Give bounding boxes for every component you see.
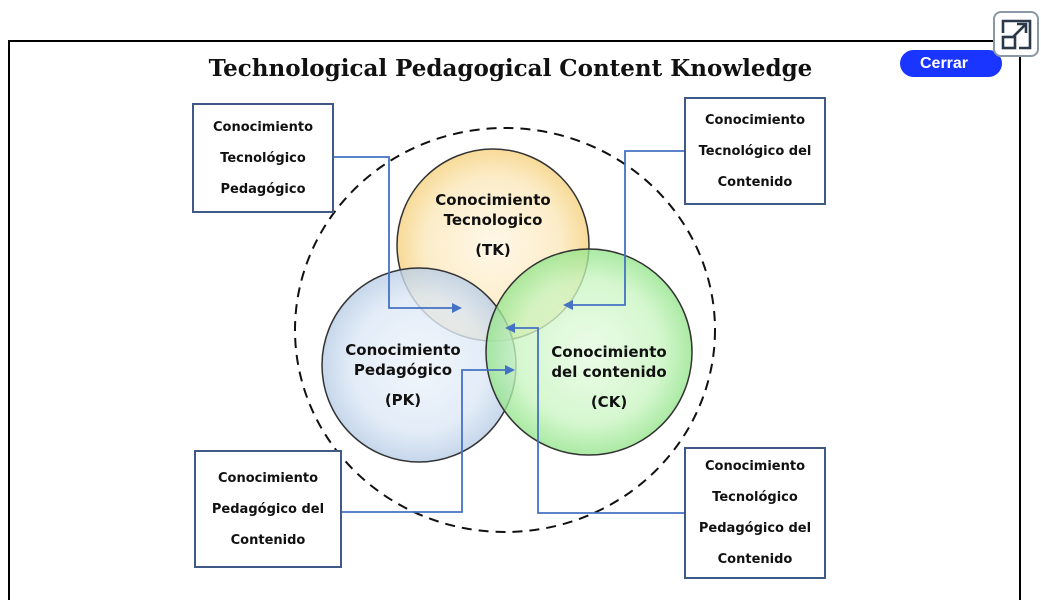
connector-tpck — [512, 327, 686, 514]
arrowhead-pck — [505, 365, 515, 375]
connector-tck — [570, 150, 686, 306]
diagram-title: Technological Pedagogical Content Knowle… — [208, 55, 813, 82]
venn-diagram — [294, 127, 716, 533]
box-technological-pedagogical: Conocimiento Tecnológico Pedagógico — [192, 103, 334, 213]
arrowhead-tpck — [505, 323, 515, 333]
arrowhead-tck — [563, 300, 573, 310]
connector-pck — [342, 369, 508, 513]
close-button[interactable]: Cerrar — [900, 50, 1002, 77]
label-tk: Conocimiento Tecnologico (TK) — [435, 191, 551, 259]
connector-tpk — [332, 156, 455, 309]
outer-dashed-circle — [294, 127, 716, 533]
label-pk: Conocimiento Pedagógico (PK) — [345, 341, 461, 409]
box-pedagogical-content: Conocimiento Pedagógico del Contenido — [194, 450, 342, 568]
box-technological-pedagogical-content: Conocimiento Tecnológico Pedagógico del … — [684, 447, 826, 579]
expand-button[interactable] — [993, 11, 1039, 57]
box-technological-content: Conocimiento Tecnológico del Contenido — [684, 97, 826, 205]
arrowhead-tpk — [452, 303, 462, 313]
label-ck: Conocimiento del contenido (CK) — [551, 343, 667, 411]
expand-icon — [1001, 19, 1032, 50]
